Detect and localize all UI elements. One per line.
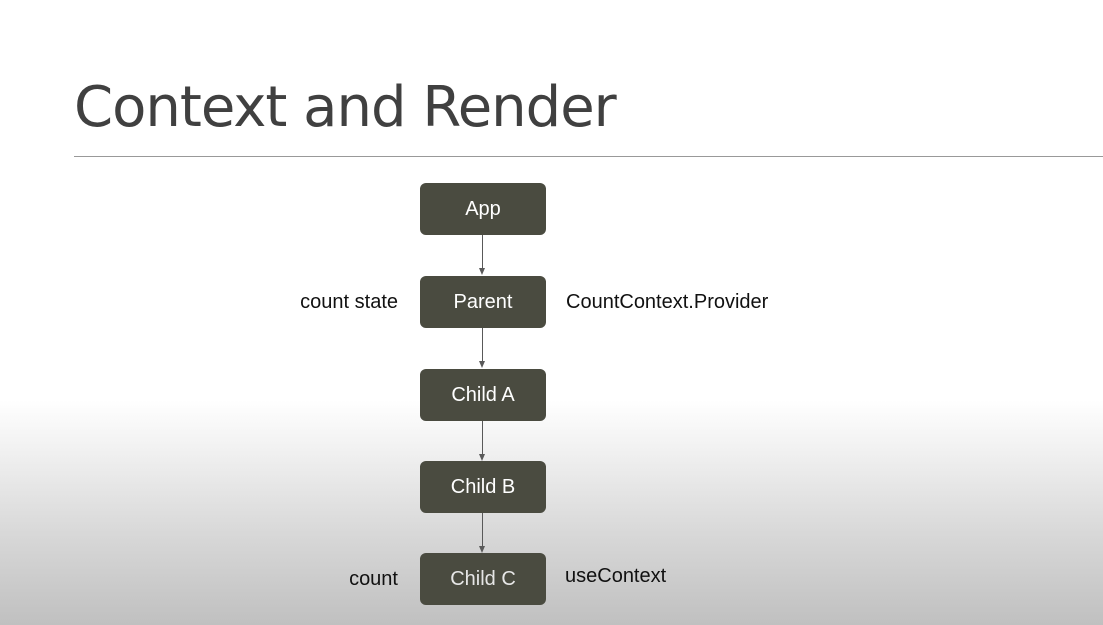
node-parent: Parent [420, 276, 546, 328]
annotation-count-context-provider: CountContext.Provider [566, 291, 769, 313]
node-app: App [420, 183, 546, 235]
annotation-count: count [349, 568, 398, 590]
edge-app-parent [482, 235, 483, 268]
node-child-c: Child C [420, 553, 546, 605]
title-divider [74, 156, 1103, 157]
node-child-a: Child A [420, 369, 546, 421]
node-child-a-label: Child A [451, 383, 515, 406]
arrow-head-child-c [479, 546, 485, 553]
annotation-count-state: count state [300, 291, 398, 313]
node-parent-label: Parent [453, 290, 513, 313]
arrow-head-child-a [479, 361, 485, 368]
node-child-b-label: Child B [450, 475, 516, 498]
node-app-label: App [465, 197, 501, 220]
slide-title: Context and Render [74, 75, 617, 140]
edge-parent-child-a [482, 328, 483, 361]
arrow-head-child-b [479, 454, 485, 461]
edge-child-a-child-b [482, 421, 483, 454]
edge-child-b-child-c [482, 513, 483, 546]
annotation-use-context: useContext [565, 565, 667, 587]
node-child-c-label: Child C [450, 567, 516, 590]
node-child-b: Child B [420, 461, 546, 513]
arrow-head-parent [479, 268, 485, 275]
